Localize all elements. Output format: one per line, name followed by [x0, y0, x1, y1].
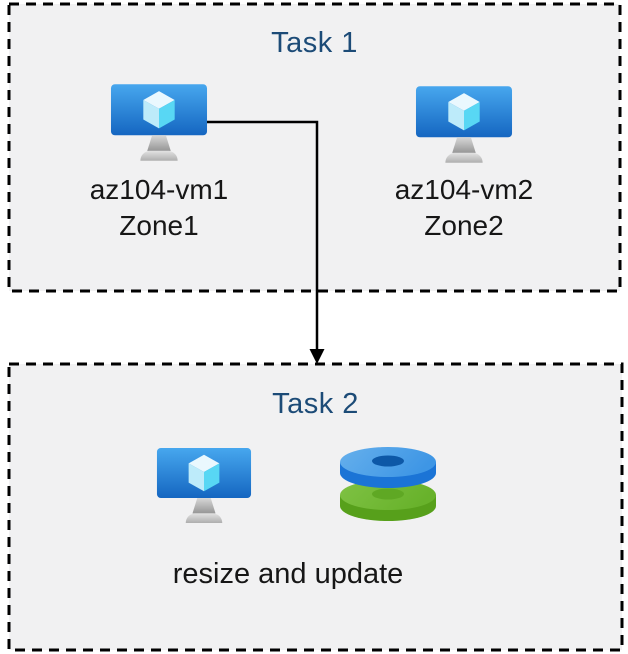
task1-title: Task 1 — [271, 27, 358, 59]
vm2-group — [415, 86, 513, 163]
managed-disks-icon — [340, 447, 436, 521]
virtual-machine-icon — [110, 84, 208, 161]
vm1-name: az104-vm1 — [89, 174, 229, 205]
vm1-group — [110, 84, 208, 161]
vm2-zone: Zone2 — [424, 210, 504, 241]
task1-box — [7, 2, 622, 293]
vm2-label: az104-vm2 Zone2 — [364, 172, 564, 244]
task2-vm-group — [156, 448, 252, 523]
task2-box — [7, 362, 624, 652]
virtual-machine-icon — [156, 448, 252, 523]
task2-caption: resize and update — [172, 558, 404, 590]
arrowhead — [309, 349, 325, 364]
vm1-zone: Zone1 — [119, 210, 199, 241]
disks-group — [337, 442, 439, 526]
virtual-machine-icon — [415, 86, 513, 163]
task2-title: Task 2 — [272, 388, 359, 420]
vm1-label: az104-vm1 Zone1 — [59, 172, 259, 244]
vm2-name: az104-vm2 — [394, 174, 534, 205]
